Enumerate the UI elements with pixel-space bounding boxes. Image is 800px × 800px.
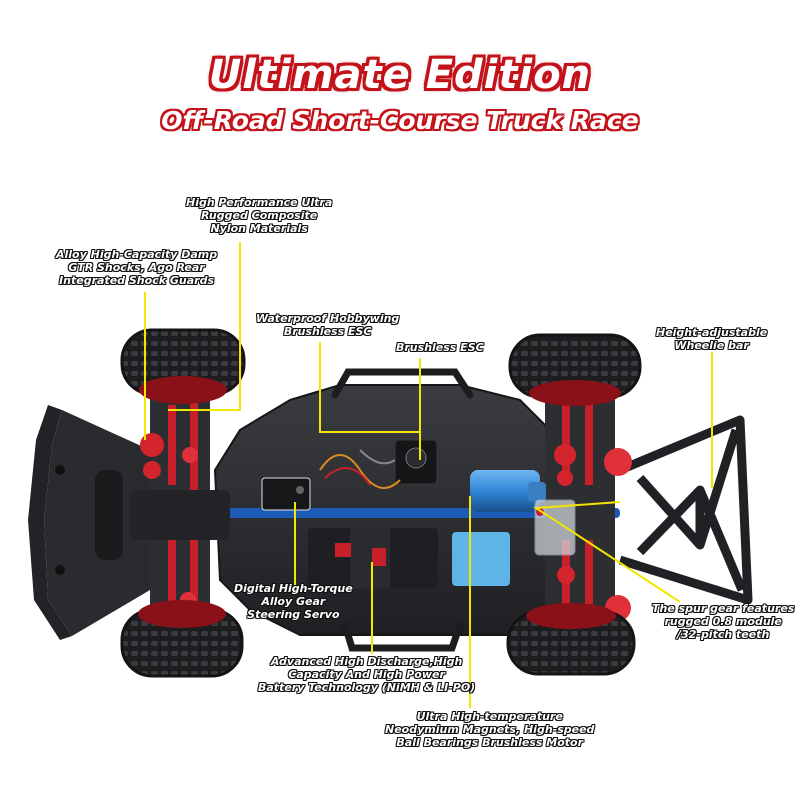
wheelie-bar (618, 415, 753, 605)
callout-nylon-materials: High Performance Ultra Rugged Composite … (186, 196, 333, 235)
wheel-front-top (120, 328, 246, 404)
callout-brushless-motor: Ultra High-temperature Neodymium Magnets… (385, 710, 595, 749)
callout-battery-technology: Advanced High Discharge,High Capacity An… (258, 655, 476, 694)
page-subtitle: Off-Road Short-Course Truck Race (161, 106, 639, 135)
front-suspension (130, 395, 230, 615)
callout-wheelie-bar: Height-adjustable Wheelie bar (656, 326, 768, 352)
wheel-rear-bottom (506, 603, 636, 676)
battery-pack (308, 528, 510, 588)
leader-lines (144, 242, 713, 708)
page-title: Ultimate Edition (208, 52, 592, 98)
esc-unit (394, 439, 438, 485)
receiver-wires (319, 449, 401, 489)
front-bumper (28, 405, 170, 640)
wheel-rear-top (508, 333, 642, 406)
steering-servo (261, 477, 311, 511)
top-handle (331, 368, 474, 399)
bottom-handle (341, 621, 464, 652)
wheel-front-bottom (120, 600, 244, 678)
callout-waterproof-esc: Waterproof Hobbywing Brushless ESC (256, 312, 400, 338)
callout-spur-gear: The spur gear features rugged 0.8 module… (652, 602, 795, 641)
callout-steering-servo: Digital High-Torque Alloy Gear Steering … (234, 582, 353, 621)
callout-shocks: Alloy High-Capacity Damp GTR Shocks, Ago… (56, 248, 218, 287)
callout-brushless-esc: Brushless ESC (396, 341, 484, 354)
